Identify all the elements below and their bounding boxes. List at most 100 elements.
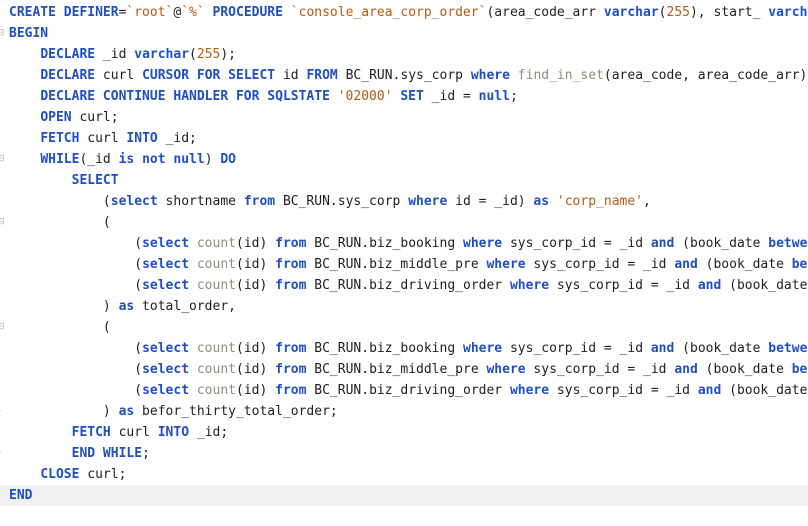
function-token: count — [196, 383, 236, 398]
function-token: find_in_set — [517, 68, 604, 83]
code-text — [189, 278, 197, 293]
code-text — [189, 236, 197, 251]
keyword-token: as — [533, 194, 550, 209]
code-line[interactable]: (select count(id) from BC_RUN.biz_drivin… — [0, 380, 808, 401]
code-text — [549, 194, 557, 209]
code-text — [9, 467, 40, 482]
code-text — [9, 131, 40, 146]
code-text: ( — [9, 194, 111, 209]
code-line[interactable]: SELECT — [0, 170, 808, 191]
keyword-token: where — [509, 383, 550, 398]
fold-gutter[interactable] — [0, 0, 8, 526]
code-line-text: ) as total_order, — [9, 296, 236, 317]
code-line-text: DECLARE curl CURSOR FOR SELECT id FROM B… — [9, 65, 808, 86]
code-line-text: (select count(id) from BC_RUN.biz_bookin… — [9, 338, 807, 359]
function-token: count — [196, 362, 236, 377]
keyword-token: OPEN — [40, 110, 72, 125]
code-text: (id) — [236, 257, 276, 272]
code-text — [189, 383, 197, 398]
code-line[interactable]: – ) as befor_thirty_total_order; — [0, 401, 808, 422]
code-line[interactable]: (select count(id) from BC_RUN.biz_bookin… — [0, 233, 808, 254]
code-line[interactable]: (select count(id) from BC_RUN.biz_middle… — [0, 359, 808, 380]
code-line[interactable]: DECLARE curl CURSOR FOR SELECT id FROM B… — [0, 65, 808, 86]
function-token: count — [196, 257, 236, 272]
code-line-text: (select count(id) from BC_RUN.biz_middle… — [9, 254, 807, 275]
code-line[interactable]: CREATE DEFINER=`root`@`%` PROCEDURE `con… — [0, 2, 808, 23]
keyword-token: from — [275, 341, 307, 356]
code-line[interactable]: – END WHILE; — [0, 443, 808, 464]
code-text: sys_corp_id = _id — [549, 278, 698, 293]
code-text: (id) — [236, 341, 276, 356]
fold-toggle-icon[interactable]: ⊟ — [0, 217, 5, 227]
code-line[interactable]: END — [0, 485, 808, 506]
code-line-text: FETCH curl INTO _id; — [9, 422, 229, 443]
code-text: (book_date — [697, 257, 792, 272]
keyword-token: and — [674, 362, 698, 377]
code-line[interactable]: OPEN curl; — [0, 107, 808, 128]
string-token: `console_area_corp_order` — [290, 5, 487, 20]
fold-toggle-icon[interactable]: ⊟ — [0, 28, 5, 38]
code-line[interactable]: ⊟ ( — [0, 317, 808, 338]
keyword-token: select — [142, 278, 190, 293]
keyword-token: from — [275, 236, 307, 251]
keyword-token: FETCH — [40, 131, 80, 146]
code-line-text: OPEN curl; — [9, 107, 118, 128]
code-line[interactable]: (select shortname from BC_RUN.sys_corp w… — [0, 191, 808, 212]
code-text: id — [275, 68, 307, 83]
keyword-token: FROM — [306, 68, 338, 83]
keyword-token: PROCEDURE — [212, 5, 283, 20]
code-text — [9, 152, 40, 167]
keyword-token: and — [674, 257, 698, 272]
code-line[interactable]: DECLARE _id varchar(255); — [0, 44, 808, 65]
code-line-text: DECLARE _id varchar(255); — [9, 44, 236, 65]
keyword-token: select — [142, 383, 190, 398]
code-text: sys_corp_id = _id — [502, 341, 651, 356]
code-line[interactable]: ⊟BEGIN — [0, 23, 808, 44]
code-line[interactable]: ) as total_order, — [0, 296, 808, 317]
keyword-token: where — [470, 68, 510, 83]
code-text: ( — [9, 320, 111, 335]
keyword-token: where — [486, 362, 526, 377]
code-line-text: (select count(id) from BC_RUN.biz_bookin… — [9, 233, 807, 254]
code-text: BC_RUN.sys_corp — [275, 194, 409, 209]
keyword-token: betwe — [768, 236, 808, 251]
code-text: curl — [79, 131, 127, 146]
code-line[interactable]: CLOSE curl; — [0, 464, 808, 485]
code-line[interactable]: (select count(id) from BC_RUN.biz_drivin… — [0, 275, 808, 296]
code-text: ( — [189, 47, 197, 62]
code-line-text: WHILE(_id is not null) DO — [9, 149, 236, 170]
code-text — [510, 68, 518, 83]
code-line[interactable]: ⊟ WHILE(_id is not null) DO — [0, 149, 808, 170]
code-line[interactable]: FETCH curl INTO _id; — [0, 128, 808, 149]
code-line-text: (select shortname from BC_RUN.sys_corp w… — [9, 191, 651, 212]
code-text: (area_code, area_code_arr); — [603, 68, 808, 83]
code-text: curl; — [79, 467, 127, 482]
keyword-token: DO — [220, 152, 236, 167]
keyword-token: and — [650, 236, 675, 251]
keyword-token: END WHILE — [71, 446, 143, 461]
code-line-text: (select count(id) from BC_RUN.biz_middle… — [9, 359, 807, 380]
code-text: ( — [9, 257, 143, 272]
code-text: ; — [509, 89, 518, 104]
code-text: (book_date — [674, 341, 769, 356]
code-line[interactable]: (select count(id) from BC_RUN.biz_bookin… — [0, 338, 808, 359]
code-text: (id) — [236, 362, 276, 377]
fold-toggle-icon[interactable]: ⊟ — [0, 154, 5, 164]
code-text — [9, 446, 72, 461]
keyword-token: CLOSE — [40, 467, 80, 482]
code-line[interactable]: FETCH curl INTO _id; — [0, 422, 808, 443]
code-line[interactable]: DECLARE CONTINUE HANDLER FOR SQLSTATE '0… — [0, 86, 808, 107]
code-line-text: CREATE DEFINER=`root`@`%` PROCEDURE `con… — [9, 2, 807, 23]
keyword-token: where — [509, 278, 550, 293]
code-text: (book_date — [721, 278, 808, 293]
code-line[interactable]: ⊟ ( — [0, 212, 808, 233]
code-line-text: END WHILE; — [9, 443, 150, 464]
keyword-token: where — [463, 236, 503, 251]
code-text — [189, 257, 197, 272]
keyword-token: DECLARE — [40, 68, 96, 83]
code-text: BC_RUN.biz_booking — [306, 236, 463, 251]
code-line[interactable]: (select count(id) from BC_RUN.biz_middle… — [0, 254, 808, 275]
fold-toggle-icon[interactable]: ⊟ — [0, 322, 5, 332]
code-text: BC_RUN.sys_corp — [337, 68, 471, 83]
